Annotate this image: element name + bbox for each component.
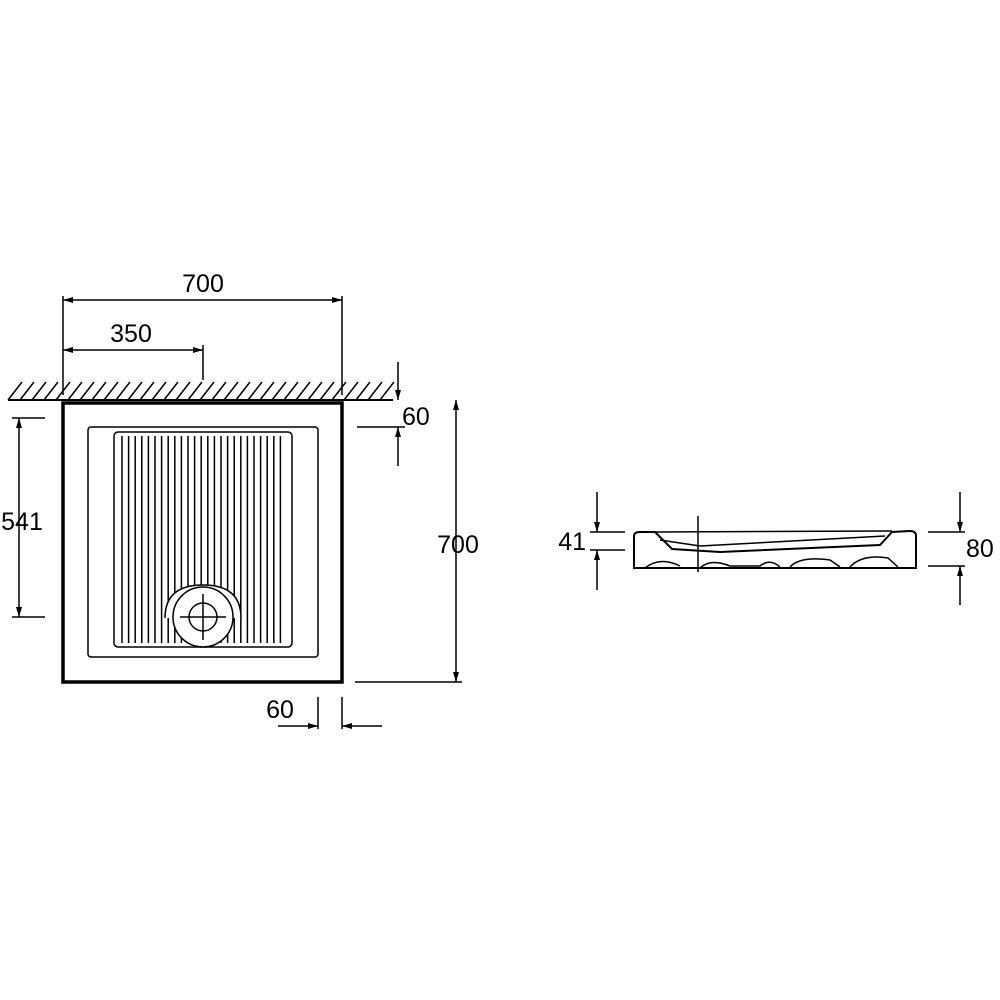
hatch-line [7,381,23,401]
hatch-line [115,381,131,401]
hatch-line [151,381,167,401]
dimension-ribbed-area: 541 [1,417,45,618]
hatch-line [235,381,251,401]
tray-outline [61,401,344,684]
hatch-line [331,381,347,401]
width-label: 700 [182,270,224,298]
plan-view: 700 350 60 700 541 [1,270,479,729]
hatch-line [247,381,263,401]
hatch-line [163,381,179,401]
dimension-depth: 700 [355,400,479,683]
hatch-line [139,381,155,401]
hatch-line [175,381,191,401]
hatch-line [379,381,395,401]
hatch-line [355,381,371,401]
hatch-line [103,381,119,401]
hatch-line [127,381,143,401]
hatch-line [91,381,107,401]
drain-icon [164,584,242,648]
hatch-line [319,381,335,401]
dimension-inner-height: 41 [558,492,625,590]
dimension-wall-gap: 60 [357,362,430,466]
hatch-line [295,381,311,401]
inner-height-label: 41 [558,528,586,556]
hatch-line [31,381,47,401]
hatch-line [271,381,287,401]
hatch-line [307,381,323,401]
wall-gap-label: 60 [402,403,430,431]
hatch-line [211,381,227,401]
hatch-line [67,381,83,401]
dimension-drain-offset: 350 [63,320,204,380]
wall-hatching [7,381,395,401]
side-gap-label: 60 [266,696,294,724]
drain-offset-label: 350 [110,320,152,348]
hatch-line [343,381,359,401]
hatch-line [43,381,59,401]
hatch-line [259,381,275,401]
side-view: 41 80 [558,492,994,605]
dimension-side-gap: 60 [266,696,382,729]
dimension-width: 700 [62,270,343,395]
dimension-total-height: 80 [928,492,994,605]
hatch-line [199,381,215,401]
depth-label: 700 [437,531,479,559]
hatch-line [187,381,203,401]
hatch-line [283,381,299,401]
ribbed-area-label: 541 [1,508,43,536]
tray-basin [87,426,319,658]
total-height-label: 80 [966,535,994,563]
hatch-line [223,381,239,401]
hatch-line [79,381,95,401]
tray-section [633,516,917,572]
hatch-line [19,381,35,401]
hatch-line [367,381,383,401]
